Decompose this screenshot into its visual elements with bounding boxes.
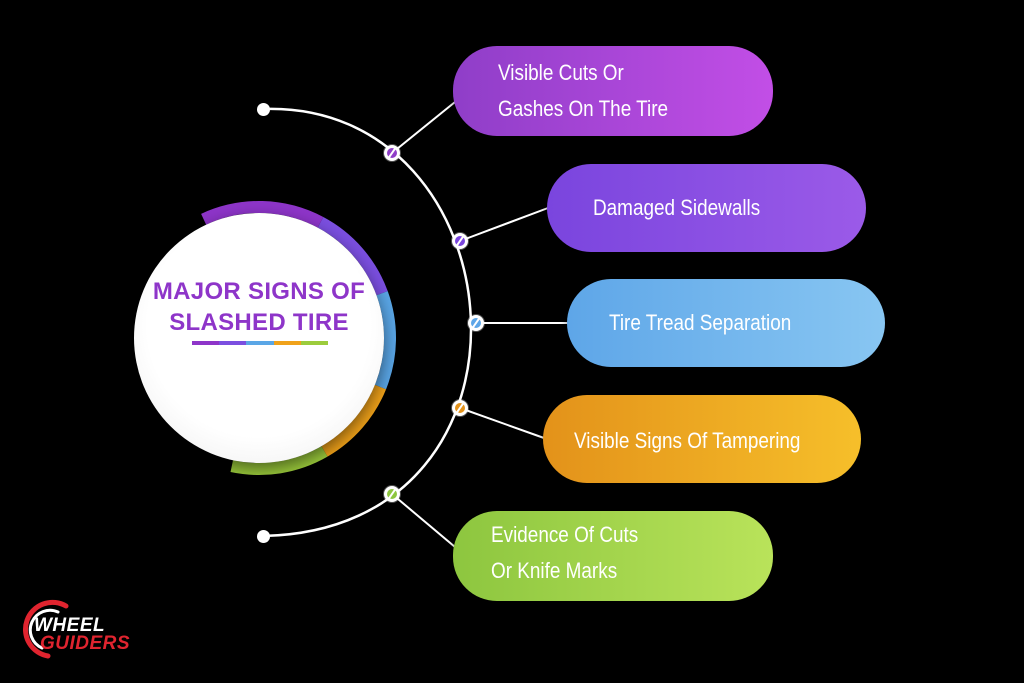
sign-card-1-line1: Visible Cuts Or	[498, 60, 624, 85]
sign-card-3-line1: Tire Tread Separation	[609, 310, 792, 335]
sign-card-4-line1: Visible Signs Of Tampering	[574, 428, 801, 453]
logo-text-wheel: WHEEL	[34, 615, 106, 636]
branch-line-2	[459, 207, 549, 242]
sign-card-3-text: Tire Tread Separation	[609, 305, 791, 341]
sign-card-5-line1: Evidence Of Cuts	[491, 522, 639, 547]
hub-title-line2: SLASHED TIRE	[169, 309, 349, 336]
hub-circle	[134, 213, 384, 463]
hub-underline	[192, 341, 329, 345]
branch-line-4	[459, 407, 545, 439]
underline-segment	[300, 341, 329, 345]
hub-ring	[201, 201, 396, 475]
hub-ring-segment-purple	[201, 201, 324, 228]
logo-text-guiders: GUIDERS	[40, 633, 131, 654]
arc-endpoint-bottom	[257, 530, 270, 543]
node-3	[468, 315, 484, 331]
sign-card-5: Evidence Of Cuts Or Knife Marks	[453, 511, 773, 601]
sign-card-3: Tire Tread Separation	[567, 279, 885, 367]
sign-card-2: Damaged Sidewalls	[547, 164, 866, 252]
sign-card-1-text: Visible Cuts Or Gashes On The Tire	[498, 55, 668, 127]
sign-card-4: Visible Signs Of Tampering	[543, 395, 861, 483]
sign-card-1: Visible Cuts Or Gashes On The Tire	[453, 46, 773, 136]
sign-card-2-line1: Damaged Sidewalls	[593, 195, 761, 220]
underline-segment	[192, 341, 220, 345]
hub-ring-segment-green	[230, 446, 328, 475]
sign-card-2-text: Damaged Sidewalls	[593, 190, 760, 226]
hub-ring-segment-violet	[317, 217, 388, 296]
arc-endpoint-top	[257, 103, 270, 116]
hub-title-line1: MAJOR SIGNS OF	[152, 278, 366, 305]
wheel-guiders-logo: WHEEL GUIDERS	[18, 598, 138, 660]
underline-segment	[273, 341, 301, 345]
underline-segment	[246, 341, 274, 345]
sign-card-5-line2: Or Knife Marks	[491, 558, 618, 583]
node-4	[452, 400, 468, 416]
node-2	[452, 233, 468, 249]
wheel-swoosh-icon	[23, 599, 69, 659]
node-1	[384, 145, 400, 161]
sign-card-4-text: Visible Signs Of Tampering	[574, 423, 800, 459]
node-5	[384, 486, 400, 502]
hub-ring-segment-orange	[321, 384, 387, 457]
branch-line-1	[391, 101, 456, 154]
branch-line-5	[391, 493, 456, 548]
hub-ring-segment-blue	[374, 291, 396, 390]
sign-card-1-line2: Gashes On The Tire	[498, 96, 669, 121]
underline-segment	[219, 341, 247, 345]
hub-title: MAJOR SIGNS OF SLASHED TIRE	[134, 276, 384, 338]
sign-card-5-text: Evidence Of Cuts Or Knife Marks	[491, 517, 638, 589]
